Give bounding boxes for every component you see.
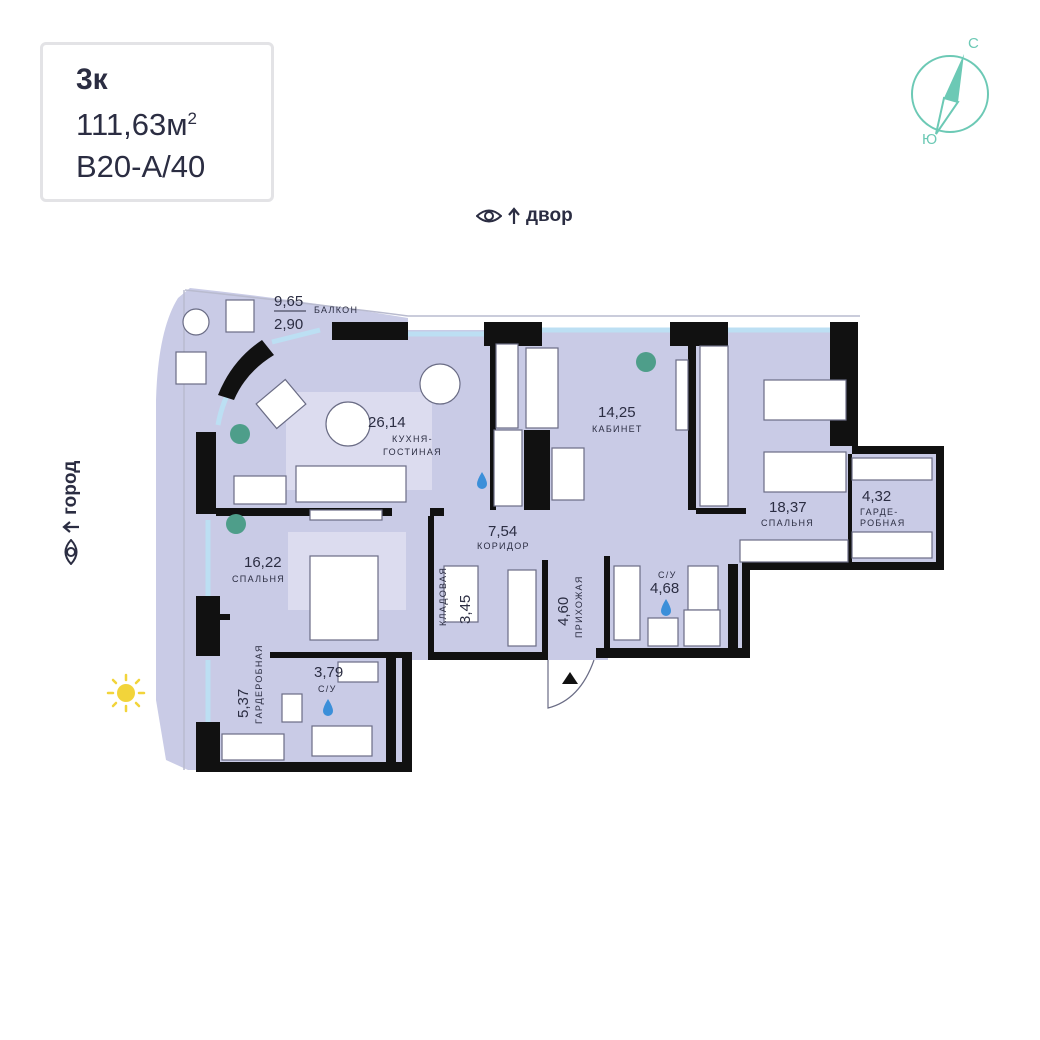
kitchen-label-1: КУХНЯ-	[392, 434, 433, 444]
plant-icons	[226, 352, 656, 534]
wardrobe-right-area: 4,32	[862, 488, 891, 505]
study-label: КАБИНЕТ	[592, 424, 643, 434]
view-courtyard-label: двор	[526, 205, 573, 226]
bath-right-label: С/У	[658, 570, 677, 580]
kitchen-label-2: ГОСТИНАЯ	[383, 447, 442, 457]
wardrobe-left-area: 5,37	[235, 689, 252, 718]
pantry-area: 3,45	[457, 595, 474, 624]
bath-left-area: 3,79	[314, 664, 343, 681]
area-value: 111,63м	[76, 107, 188, 142]
arrow-up-icon	[508, 207, 520, 224]
bedroom-right-label: СПАЛЬНЯ	[761, 518, 814, 528]
compass-icon: С Ю	[911, 36, 989, 146]
area-unit-sup: 2	[187, 109, 197, 128]
bedroom-left-label: СПАЛЬНЯ	[232, 574, 285, 584]
apartment-code: В20-А/40	[76, 149, 206, 184]
eye-icon	[476, 209, 502, 223]
hallway-area: 4,60	[555, 597, 572, 626]
kitchen-area: 26,14	[368, 414, 406, 431]
bedroom-left-area: 16,22	[244, 554, 282, 571]
sun-icon	[106, 673, 146, 713]
corridor-label: КОРИДОР	[477, 541, 530, 551]
bedroom-right-area: 18,37	[769, 499, 807, 516]
wardrobe-right-label-2: РОБНАЯ	[860, 518, 906, 528]
balcony-area-top: 9,65	[274, 293, 303, 310]
corridor-area: 7,54	[488, 523, 517, 540]
view-courtyard: двор	[476, 203, 573, 229]
water-drop-icons	[323, 472, 671, 716]
balcony-label: БАЛКОН	[314, 305, 358, 315]
entrance-arrow-icon	[562, 672, 578, 684]
apartment-area: 111,63м2	[76, 107, 197, 143]
windows	[205, 327, 830, 722]
bath-right-area: 4,68	[650, 580, 679, 597]
furniture	[175, 299, 933, 761]
hallway-label: ПРИХОЖАЯ	[574, 575, 584, 638]
balcony-area-bottom: 2,90	[274, 316, 303, 333]
walls	[196, 322, 944, 772]
arrow-up-icon	[62, 521, 79, 533]
compass-north-label: С	[968, 36, 979, 52]
study-area: 14,25	[598, 404, 636, 421]
rooms-count: 3к	[76, 63, 108, 96]
apartment-info-card: 3к 111,63м2 В20-А/40	[40, 42, 274, 202]
view-city: город	[58, 461, 84, 565]
balcony-area	[156, 288, 408, 770]
wardrobe-left-label: ГАРДЕРОБНАЯ	[254, 644, 264, 724]
compass-south-label: Ю	[922, 131, 937, 146]
bath-left-label: С/У	[318, 684, 337, 694]
pantry-label: КЛАДОВАЯ	[438, 567, 448, 626]
eye-icon	[64, 539, 78, 565]
wardrobe-right-label-1: ГАРДЕ-	[860, 507, 899, 517]
